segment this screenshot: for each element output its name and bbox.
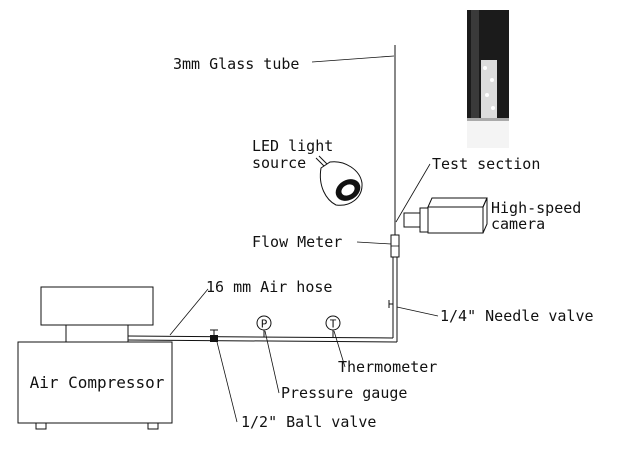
led-light-source <box>315 155 363 206</box>
photo-bubble <box>490 78 494 82</box>
led-label-line1: LED light <box>252 137 333 155</box>
led-lens-center <box>341 184 355 196</box>
pressure-gauge-label: Pressure gauge <box>281 384 407 402</box>
leader-flow-meter <box>356 241 392 245</box>
flow-meter-label: Flow Meter <box>252 233 342 251</box>
leader-thermometer <box>333 330 346 368</box>
compressor-neck <box>65 324 129 343</box>
compressor-tank <box>40 286 154 326</box>
camera-lens-ring <box>419 207 429 233</box>
led-label-line2: source <box>252 154 306 172</box>
air-compressor <box>17 286 173 430</box>
leader-test-section <box>395 163 431 223</box>
photo-bubble <box>483 66 487 70</box>
leader-pressure-gauge <box>264 330 280 394</box>
leader-needle-valve <box>396 306 439 317</box>
photo-bubbles <box>481 60 497 120</box>
test-section-label: Test section <box>432 155 540 173</box>
thermometer-label: Thermometer <box>338 358 437 376</box>
air-line-top <box>127 335 394 339</box>
pressure-gauge <box>256 315 272 337</box>
camera-lens <box>403 212 421 228</box>
needle-valve <box>388 300 393 308</box>
compressor-body <box>17 341 173 424</box>
photo-bottom-fill <box>467 120 509 148</box>
photo-bubble <box>491 106 495 110</box>
air-compressor-label: Air Compressor <box>30 373 165 392</box>
compressor-foot-left <box>35 422 47 430</box>
air-hose-label: 16 mm Air hose <box>206 278 332 296</box>
needle-valve-label: 1/4" Needle valve <box>440 307 594 325</box>
thermometer-fitting <box>325 315 341 338</box>
camera-label-line2: camera <box>491 215 545 233</box>
compressor-foot-right <box>147 422 159 430</box>
ball-valve-label: 1/2" Ball valve <box>241 413 376 431</box>
led-housing <box>319 161 363 206</box>
leader-air-hose <box>169 288 209 336</box>
high-speed-camera <box>403 197 488 234</box>
camera-label-line1: High-speed <box>491 199 581 217</box>
ball-valve <box>210 329 218 342</box>
air-line-bottom <box>127 339 398 343</box>
glass-tube-label: 3mm Glass tube <box>173 55 299 73</box>
led-cable <box>315 157 325 167</box>
camera-body-side <box>482 197 488 234</box>
gauge-t-label: T <box>330 318 337 331</box>
photo-bubble <box>485 93 489 97</box>
camera-body-front <box>427 206 484 234</box>
test-section-photo <box>467 10 509 148</box>
photo-tube-highlight <box>471 10 479 120</box>
leader-glass-tube <box>311 55 395 63</box>
camera-body-top <box>427 197 488 208</box>
photo-interface <box>467 118 509 121</box>
gauge-p-label: P <box>261 318 268 331</box>
leader-ball-valve <box>216 341 238 423</box>
